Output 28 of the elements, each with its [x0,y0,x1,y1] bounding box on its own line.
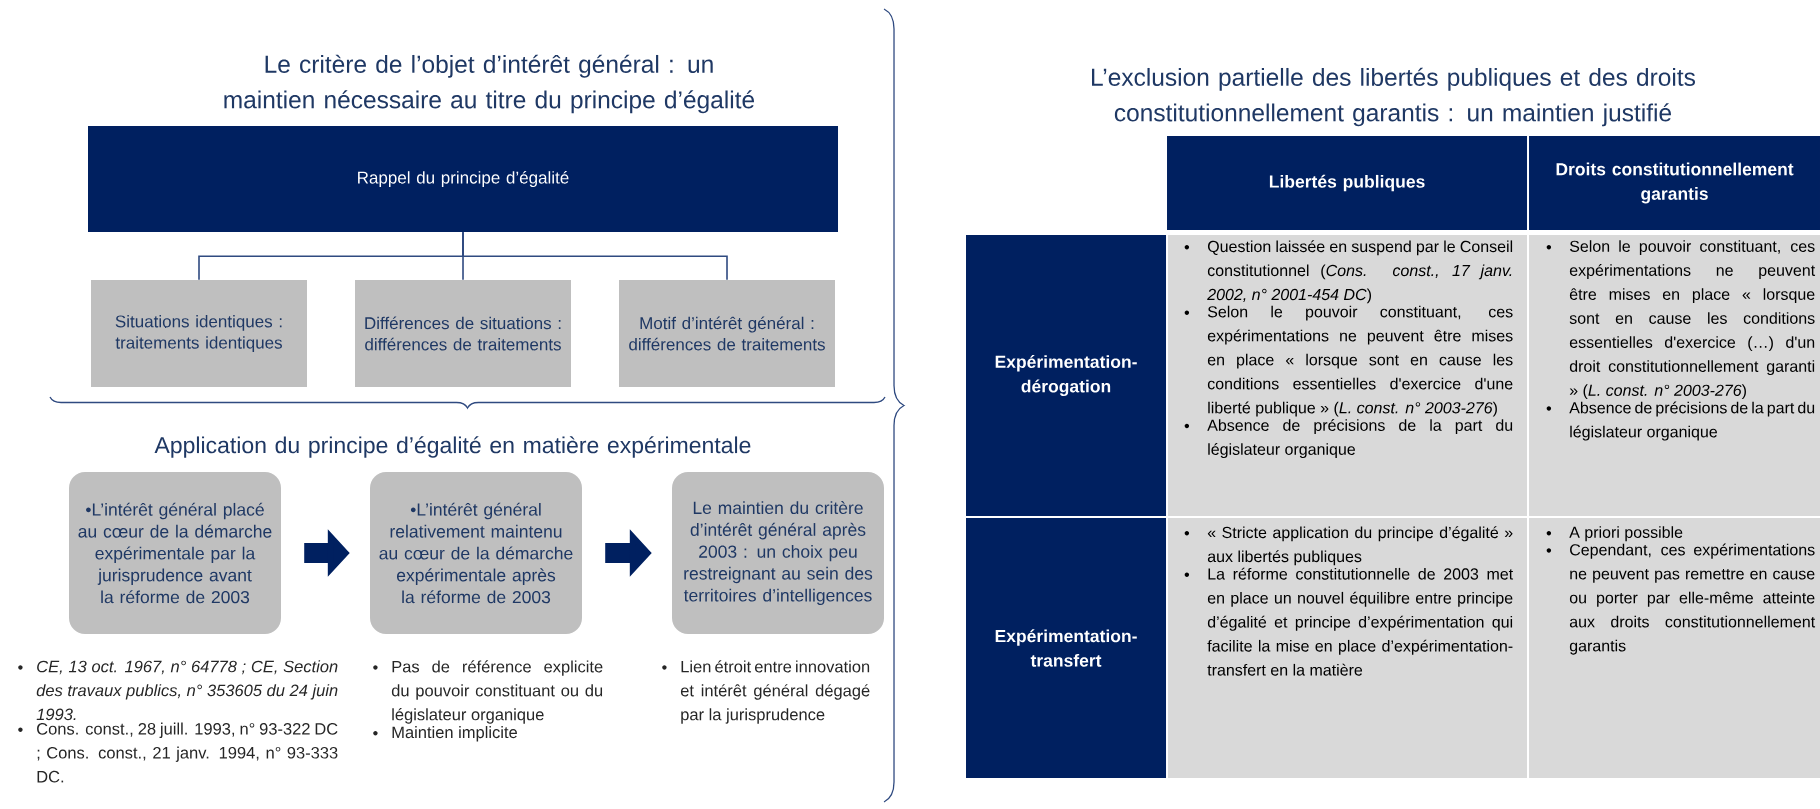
cell-text: « Stricte application du principe d’égalité » aux libertés publiques [1207,526,1513,566]
reference-note: Lien étroit entre innovation et intérêt général dégagé par la jurisprudence [680,660,870,724]
category-box: Motif d’intérêt général : différences de traitements [619,280,835,387]
cell-text: Absence de précisions de la part du législateur organique [1207,419,1513,459]
row-header: Expérimentation-transfert [966,518,1166,778]
heading: L’exclusion partielle des libertés publiques et des droits constitutionnellement garantis : un maintien justifié [1092,67,1695,127]
stage-box: Le maintien du critère d’intérêt général après 2003 : un choix peu restreignant au sein des territoires d’intelligences [672,472,884,634]
cell-text: Absence de précisions de la part du législateur organique [1569,401,1815,441]
column-header: Libertés publiques [1167,136,1527,230]
cell-text: A priori possible [1569,526,1683,542]
title-box: Rappel du principe d’égalité [88,126,838,232]
cell-text: Question laissée en suspend par le Conseil constitutionnel (Cons. const., 17 janv. 2002, n° 2001-454 DC) [1207,240,1513,304]
connector-line [462,231,728,281]
cell-text: Selon le pouvoir constituant, ces expérimentations ne peuvent être mises en place « lorsque sont en cause les conditions essentielles d'exercice (…) d'un droit constitutionnellement garanti » (L. const. n° 2003-276) [1569,240,1816,400]
cell-text: Cependant, ces expérimentations ne peuvent pas remettre en cause ou porter par elle-même atteinte aux droits constitutionnellement garantis [1569,543,1816,655]
stage-box: •L’intérêt général relativement maintenu au cœur de la démarche expérimentale après la réforme de 2003 [370,472,582,634]
cell-text: La réforme constitutionnelle de 2003 met en place un nouvel équilibre entre principe d’égalité et principe d’expérimentation qui facilite la mise en place d’expérimentation-transfert en la matière [1207,567,1514,676]
category-box: Différences de situations : différences de traitements [355,280,571,387]
reference-note: CE, 13 oct. 1967, n° 64778 ; CE, Section des travaux publics, n° 353605 du 24 juin 1993. [36,660,338,721]
reference-note: Pas de référence explicite du pouvoir constituant ou du législateur organique [391,660,603,724]
reference-note: Cons. const., 28 juill. 1993, n° 93-322 DC ; Cons. const., 21 janv. 1994, n° 93-333 DC. [37,722,338,783]
column-header: Droits constitutionnellement garantis [1529,136,1820,230]
cell-text: Selon le pouvoir constituant, ces expérimentations ne peuvent être mises en place « lorsque sont en cause les conditions essentielles d'exercice d'une liberté publique » (L. const. n° 2003-276) [1207,305,1513,417]
reference-note: Maintien implicite [392,726,517,742]
heading: Application du principe d’égalité en matière expérimentale [154,436,751,458]
stage-box: •L’intérêt général placé au cœur de la démarche expérimentale par la jurisprudence avant la réforme de 2003 [69,472,281,634]
row-header: Expérimentation-dérogation [966,235,1166,516]
category-box: Situations identiques : traitements identiques [91,280,307,387]
